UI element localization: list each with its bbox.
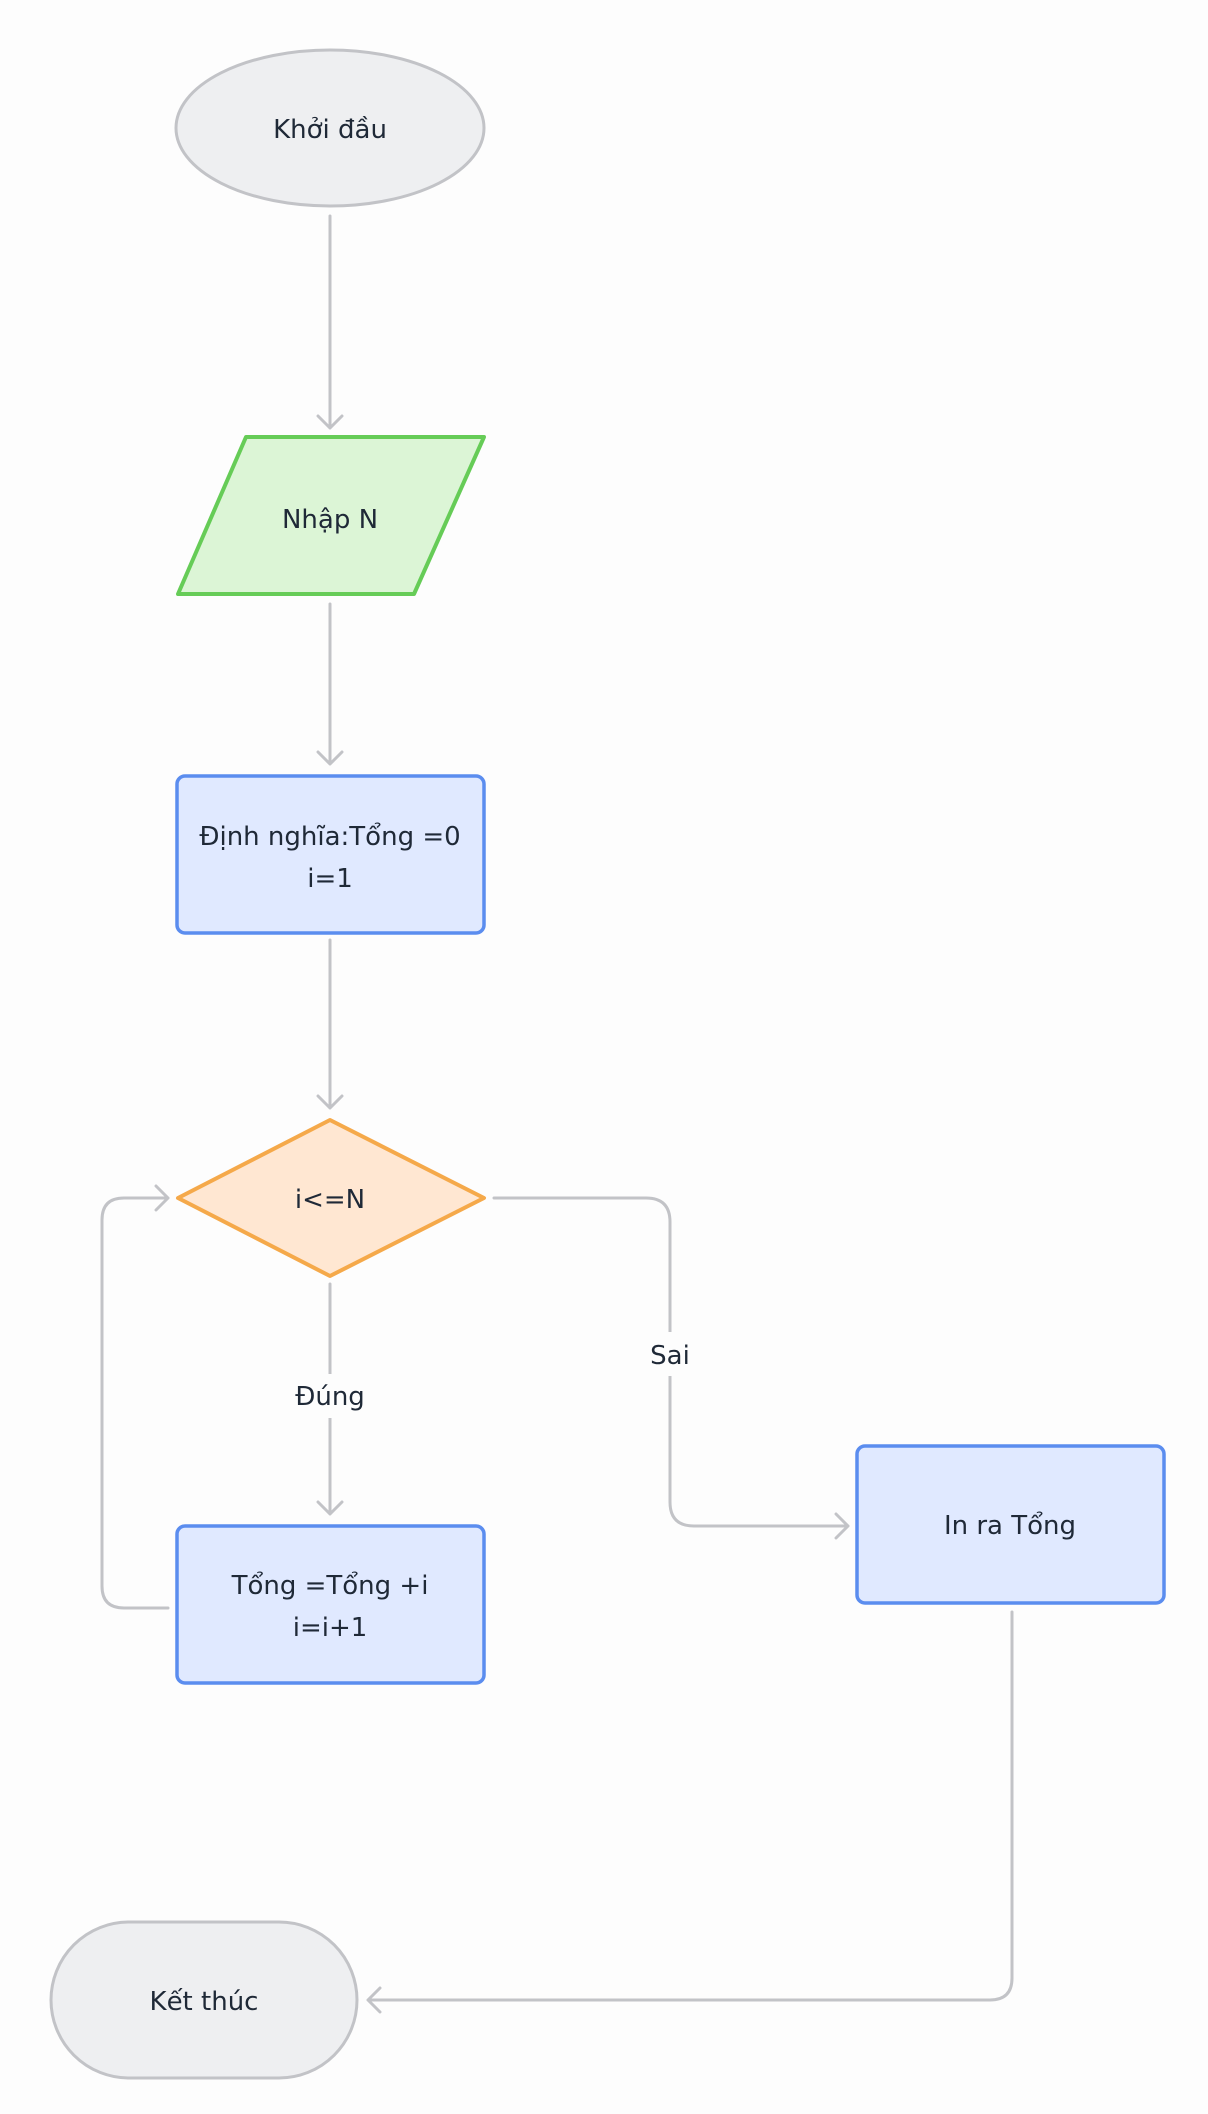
- node-output-label: In ra Tổng: [944, 1510, 1076, 1541]
- node-init: Định nghĩa:Tổng =0 i=1: [175, 774, 486, 935]
- edge-start-to-input: [316, 214, 344, 430]
- edge-output-to-end: [366, 1610, 1014, 2014]
- node-input: Nhập N: [176, 435, 486, 596]
- edge-loop-body-back-to-condition: [100, 1184, 170, 1610]
- edge-label-no-text: Sai: [650, 1341, 690, 1371]
- node-end: Kết thúc: [49, 1920, 359, 2080]
- edge-init-to-condition: [316, 938, 344, 1110]
- node-end-label: Kết thúc: [150, 1987, 259, 2017]
- node-loop-body-label-line1: Tổng =Tổng +i: [231, 1570, 429, 1601]
- node-condition: i<=N: [176, 1118, 486, 1278]
- edge-label-yes: Đúng: [280, 1374, 380, 1418]
- node-loop-body-label-line2: i=i+1: [293, 1613, 368, 1643]
- node-condition-label: i<=N: [295, 1185, 365, 1215]
- edges: [100, 214, 1014, 2014]
- edge-input-to-init: [316, 602, 344, 766]
- edge-label-no: Sai: [640, 1332, 700, 1376]
- node-init-label-line1: Định nghĩa:Tổng =0: [199, 821, 460, 852]
- node-init-label-line2: i=1: [307, 864, 353, 894]
- node-input-label: Nhập N: [282, 505, 378, 535]
- node-start-label: Khởi đầu: [273, 115, 387, 145]
- edge-label-yes-text: Đúng: [295, 1382, 365, 1412]
- node-start: Khởi đầu: [174, 48, 486, 208]
- node-loop-body: Tổng =Tổng +i i=i+1: [175, 1524, 486, 1685]
- node-output: In ra Tổng: [855, 1444, 1166, 1605]
